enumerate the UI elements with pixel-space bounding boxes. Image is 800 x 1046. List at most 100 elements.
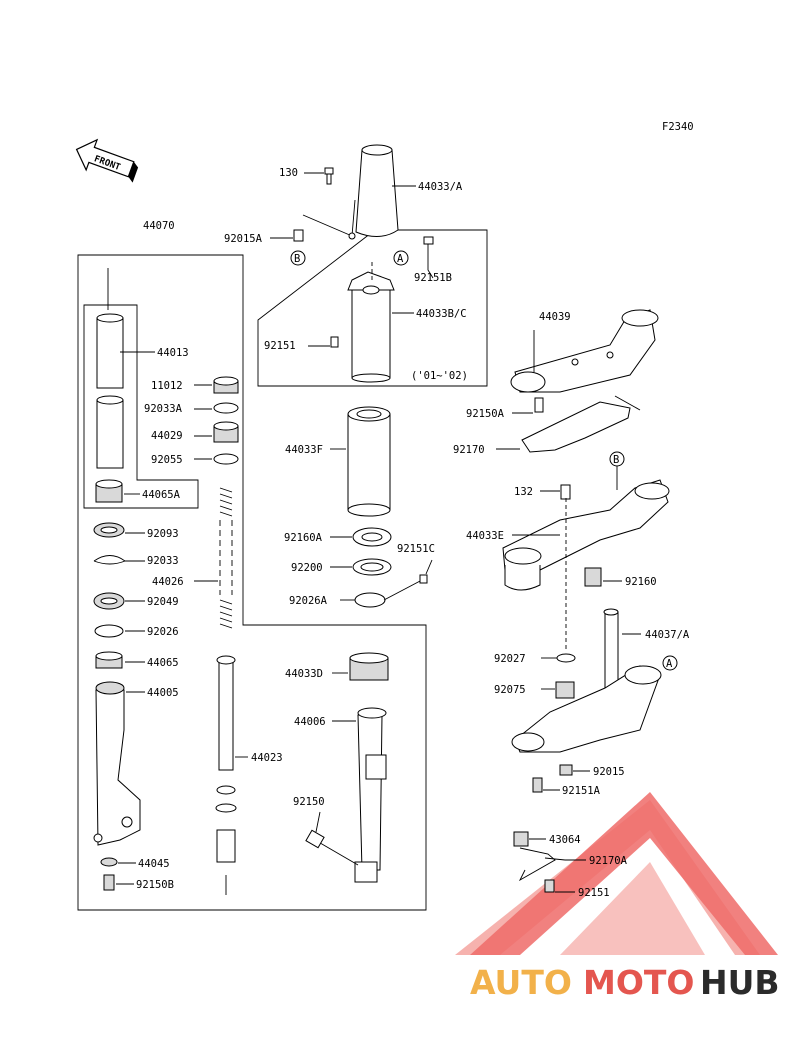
inner-tube-subframe xyxy=(83,304,199,509)
clip-92170a xyxy=(518,847,566,882)
washer-92026 xyxy=(94,624,124,638)
cover-bracket-44033e xyxy=(502,479,670,591)
leader-lines xyxy=(116,172,641,893)
callout-b-upper: B xyxy=(290,250,306,266)
fork-cover-upper xyxy=(302,144,399,240)
label-92033: 92033 xyxy=(147,555,179,567)
fork-cover-b-c xyxy=(347,271,395,383)
fork-tube-44033f xyxy=(347,406,391,517)
steering-stem-44037a xyxy=(511,608,662,753)
watermark-hub: HUB xyxy=(700,963,780,1002)
guide-44065a xyxy=(95,479,123,503)
inner-tube-44013 xyxy=(96,268,124,469)
outer-tube-44006 xyxy=(354,707,387,883)
watermark-moto: MOTO xyxy=(583,963,694,1002)
fork-spring-44026 xyxy=(219,487,233,629)
callout-b-right: B xyxy=(609,451,625,467)
figure-code: F2340 xyxy=(662,121,694,133)
label-44065a: 44065A xyxy=(142,489,181,501)
label-92026a: 92026A xyxy=(289,595,328,607)
svg-text:A: A xyxy=(666,658,673,670)
adjuster-44029 xyxy=(213,421,239,443)
bolt-92151a xyxy=(532,777,543,793)
bolt-92150a xyxy=(534,397,544,413)
label-92075: 92075 xyxy=(494,684,526,696)
label-44006: 44006 xyxy=(294,716,326,728)
label-92093: 92093 xyxy=(147,528,179,540)
label-92170a: 92170A xyxy=(589,855,628,867)
nut-44045 xyxy=(100,857,118,867)
label-92160a: 92160A xyxy=(284,532,323,544)
grommet-43064 xyxy=(513,831,529,847)
label-92150b: 92150B xyxy=(136,879,174,891)
label-44033d: 44033D xyxy=(285,668,323,680)
label-44045: 44045 xyxy=(138,858,170,870)
guide-44033d xyxy=(349,652,389,681)
bolt-130 xyxy=(324,167,334,185)
label-44039: 44039 xyxy=(539,311,571,323)
collar-92015a xyxy=(293,229,304,242)
label-92055: 92055 xyxy=(151,454,183,466)
label-92200: 92200 xyxy=(291,562,323,574)
label-92015: 92015 xyxy=(593,766,625,778)
label-44037a: 44037/A xyxy=(645,629,690,641)
callout-a-upper: A xyxy=(393,250,409,266)
seal-92093 xyxy=(93,522,125,538)
label-44033bc: 44033B/C xyxy=(416,308,467,320)
label-92151: 92151 xyxy=(264,340,296,352)
svg-text:B: B xyxy=(613,454,619,466)
part-labels: 130 44033/A 92015A 92151B 44033B/C 92151… xyxy=(136,167,690,899)
bolt-92150 xyxy=(305,829,359,866)
fork-assembly-frame xyxy=(77,254,427,911)
damper-92160 xyxy=(584,567,602,587)
clamp-92026a xyxy=(354,592,386,608)
label-44033e: 44033E xyxy=(466,530,504,542)
ring-92033a xyxy=(213,402,239,414)
clip-92033 xyxy=(93,555,126,565)
svg-text:B: B xyxy=(294,253,300,265)
bolt-92151-lower xyxy=(544,879,555,893)
svg-text:A: A xyxy=(397,253,404,265)
label-130: 130 xyxy=(279,167,298,179)
bolt-92151b xyxy=(423,236,434,245)
guide-44065 xyxy=(95,651,123,669)
label-44005: 44005 xyxy=(147,687,179,699)
front-arrow-icon: FRONT xyxy=(75,138,139,183)
bolt-132 xyxy=(560,484,571,500)
oring-92055 xyxy=(213,453,239,465)
label-43064: 43064 xyxy=(549,834,581,846)
outer-tube-44005 xyxy=(93,681,141,846)
label-92160: 92160 xyxy=(625,576,657,588)
label-44070: 44070 xyxy=(143,220,175,232)
cover-variant-frame xyxy=(257,229,488,387)
label-92027: 92027 xyxy=(494,653,526,665)
collar-92075 xyxy=(555,681,575,699)
label-92170: 92170 xyxy=(453,444,485,456)
label-44023: 44023 xyxy=(251,752,283,764)
label-92026: 92026 xyxy=(147,626,179,638)
label-132: 132 xyxy=(514,486,533,498)
label-92151a: 92151A xyxy=(562,785,601,797)
callout-a-right: A xyxy=(662,655,678,671)
label-92150a: 92150A xyxy=(466,408,505,420)
label-44065: 44065 xyxy=(147,657,179,669)
bolt-92151 xyxy=(330,336,339,348)
handlebar-bracket-44039 xyxy=(510,309,659,393)
bracket-92170 xyxy=(521,395,641,453)
label-92033a: 92033A xyxy=(144,403,183,415)
label-92151b: 92151B xyxy=(414,272,452,284)
watermark-auto: AUTO xyxy=(470,963,572,1002)
label-92151-lower: 92151 xyxy=(578,887,610,899)
label-44029: 44029 xyxy=(151,430,183,442)
label-year-note: ('01~'02) xyxy=(411,370,468,382)
washer-92200 xyxy=(352,558,392,576)
washer-92160a xyxy=(352,527,392,547)
damper-rod-44023 xyxy=(215,655,237,895)
label-92015a: 92015A xyxy=(224,233,263,245)
label-11012: 11012 xyxy=(151,380,183,392)
cap-11012 xyxy=(213,376,239,394)
label-92150: 92150 xyxy=(293,796,325,808)
collar-92015 xyxy=(559,764,573,776)
